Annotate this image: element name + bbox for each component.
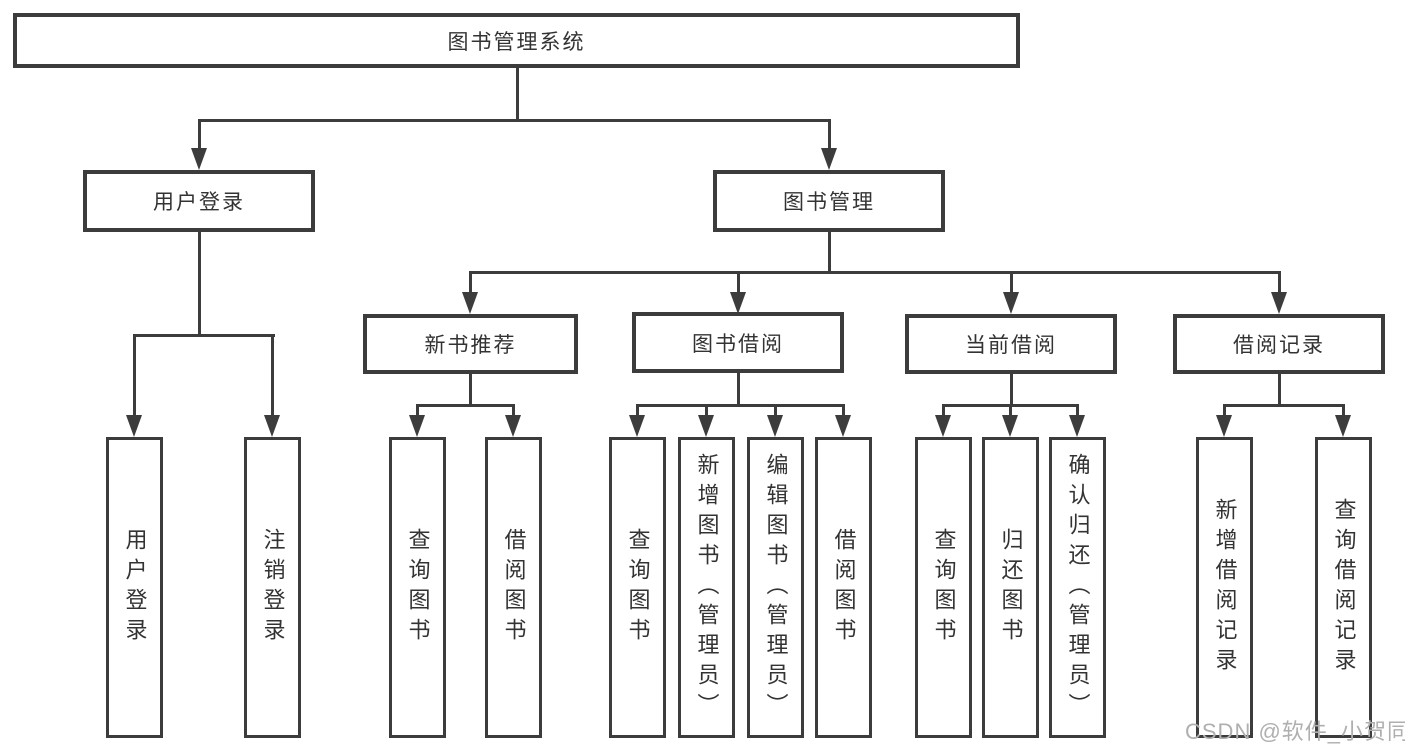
connector-line [1278,271,1281,295]
arrow-down-icon [767,415,783,437]
node-book-borrow: 图书借阅 [632,312,844,373]
connector-line [1342,404,1345,418]
arrow-down-icon [1002,415,1018,437]
arrow-down-icon [1069,415,1085,437]
leaf-borrow-books-recommend: 借阅图书 [485,437,542,738]
leaf-label: 新增借阅记录 [1212,497,1238,678]
arrow-down-icon [191,148,207,170]
connector-line [705,404,708,418]
connector-line [828,119,831,152]
leaf-edit-book-admin: 编辑图书（管理员） [747,437,804,738]
leaf-label: 归还图书 [998,527,1024,648]
leaf-label: 查询图书 [625,527,651,648]
leaf-label: 注销登录 [260,527,286,648]
arrow-down-icon [835,415,851,437]
connector-line [469,271,472,295]
node-borrow-records: 借阅记录 [1173,314,1385,374]
connector-line [271,334,274,418]
leaf-add-borrow-record: 新增借阅记录 [1196,437,1253,738]
connector-line [1010,271,1013,295]
arrow-down-icon [126,415,142,437]
arrow-down-icon [1271,292,1287,314]
connector-line [1223,404,1226,418]
leaf-label: 编辑图书（管理员） [763,452,789,723]
arrow-down-icon [409,415,425,437]
node-book-management: 图书管理 [713,170,945,232]
connector-line [1278,374,1281,407]
arrow-down-icon [1003,292,1019,314]
connector-line [469,271,1281,274]
connector-line [1076,404,1079,418]
watermark: CSDN @软件_小贺同学 [1185,719,1405,744]
connector-line [469,374,472,407]
connector-line [133,334,275,337]
leaf-label: 确认归还（管理员） [1065,452,1091,723]
connector-line [737,373,740,407]
arrow-down-icon [264,415,280,437]
leaf-borrow-books: 借阅图书 [815,437,872,738]
leaf-label: 查询借阅记录 [1331,497,1357,678]
connector-line [636,404,639,418]
connector-line [774,404,777,418]
connector-line [512,404,515,418]
leaf-return-books: 归还图书 [982,437,1039,738]
leaf-query-books-current: 查询图书 [915,437,972,738]
connector-line [198,119,201,152]
node-root: 图书管理系统 [13,13,1020,68]
connector-line [516,68,519,122]
arrow-down-icon [730,292,746,314]
connector-line [1223,404,1345,407]
leaf-add-book-admin: 新增图书（管理员） [678,437,735,738]
leaf-label: 查询图书 [405,527,431,648]
leaf-query-books-recommend: 查询图书 [389,437,446,738]
arrow-down-icon [821,148,837,170]
connector-line [416,404,515,407]
connector-line [942,404,945,418]
arrow-down-icon [1335,415,1351,437]
connector-line [842,404,845,418]
leaf-label: 用户登录 [122,527,148,648]
connector-line [198,119,831,122]
arrow-down-icon [505,415,521,437]
node-new-book-recommend: 新书推荐 [363,314,578,374]
leaf-label: 新增图书（管理员） [694,452,720,723]
node-current-borrow: 当前借阅 [905,314,1117,374]
leaf-label: 借阅图书 [831,527,857,648]
connector-line [636,404,845,407]
leaf-label: 借阅图书 [501,527,527,648]
leaf-user-login: 用户登录 [106,437,163,738]
leaf-query-borrow-record: 查询借阅记录 [1315,437,1372,738]
leaf-query-books-borrow: 查询图书 [609,437,666,738]
leaf-logout: 注销登录 [244,437,301,738]
leaf-label: 查询图书 [931,527,957,648]
connector-line [416,404,419,418]
connector-line [198,232,201,336]
connector-line [133,334,136,418]
connector-line [1009,404,1012,418]
arrow-down-icon [1216,415,1232,437]
arrow-down-icon [629,415,645,437]
connector-line [828,232,831,274]
arrow-down-icon [698,415,714,437]
arrow-down-icon [462,292,478,314]
arrow-down-icon [935,415,951,437]
leaf-confirm-return-admin: 确认归还（管理员） [1049,437,1106,738]
node-user-login: 用户登录 [83,170,315,232]
connector-line [1010,374,1013,407]
connector-line [737,271,740,295]
